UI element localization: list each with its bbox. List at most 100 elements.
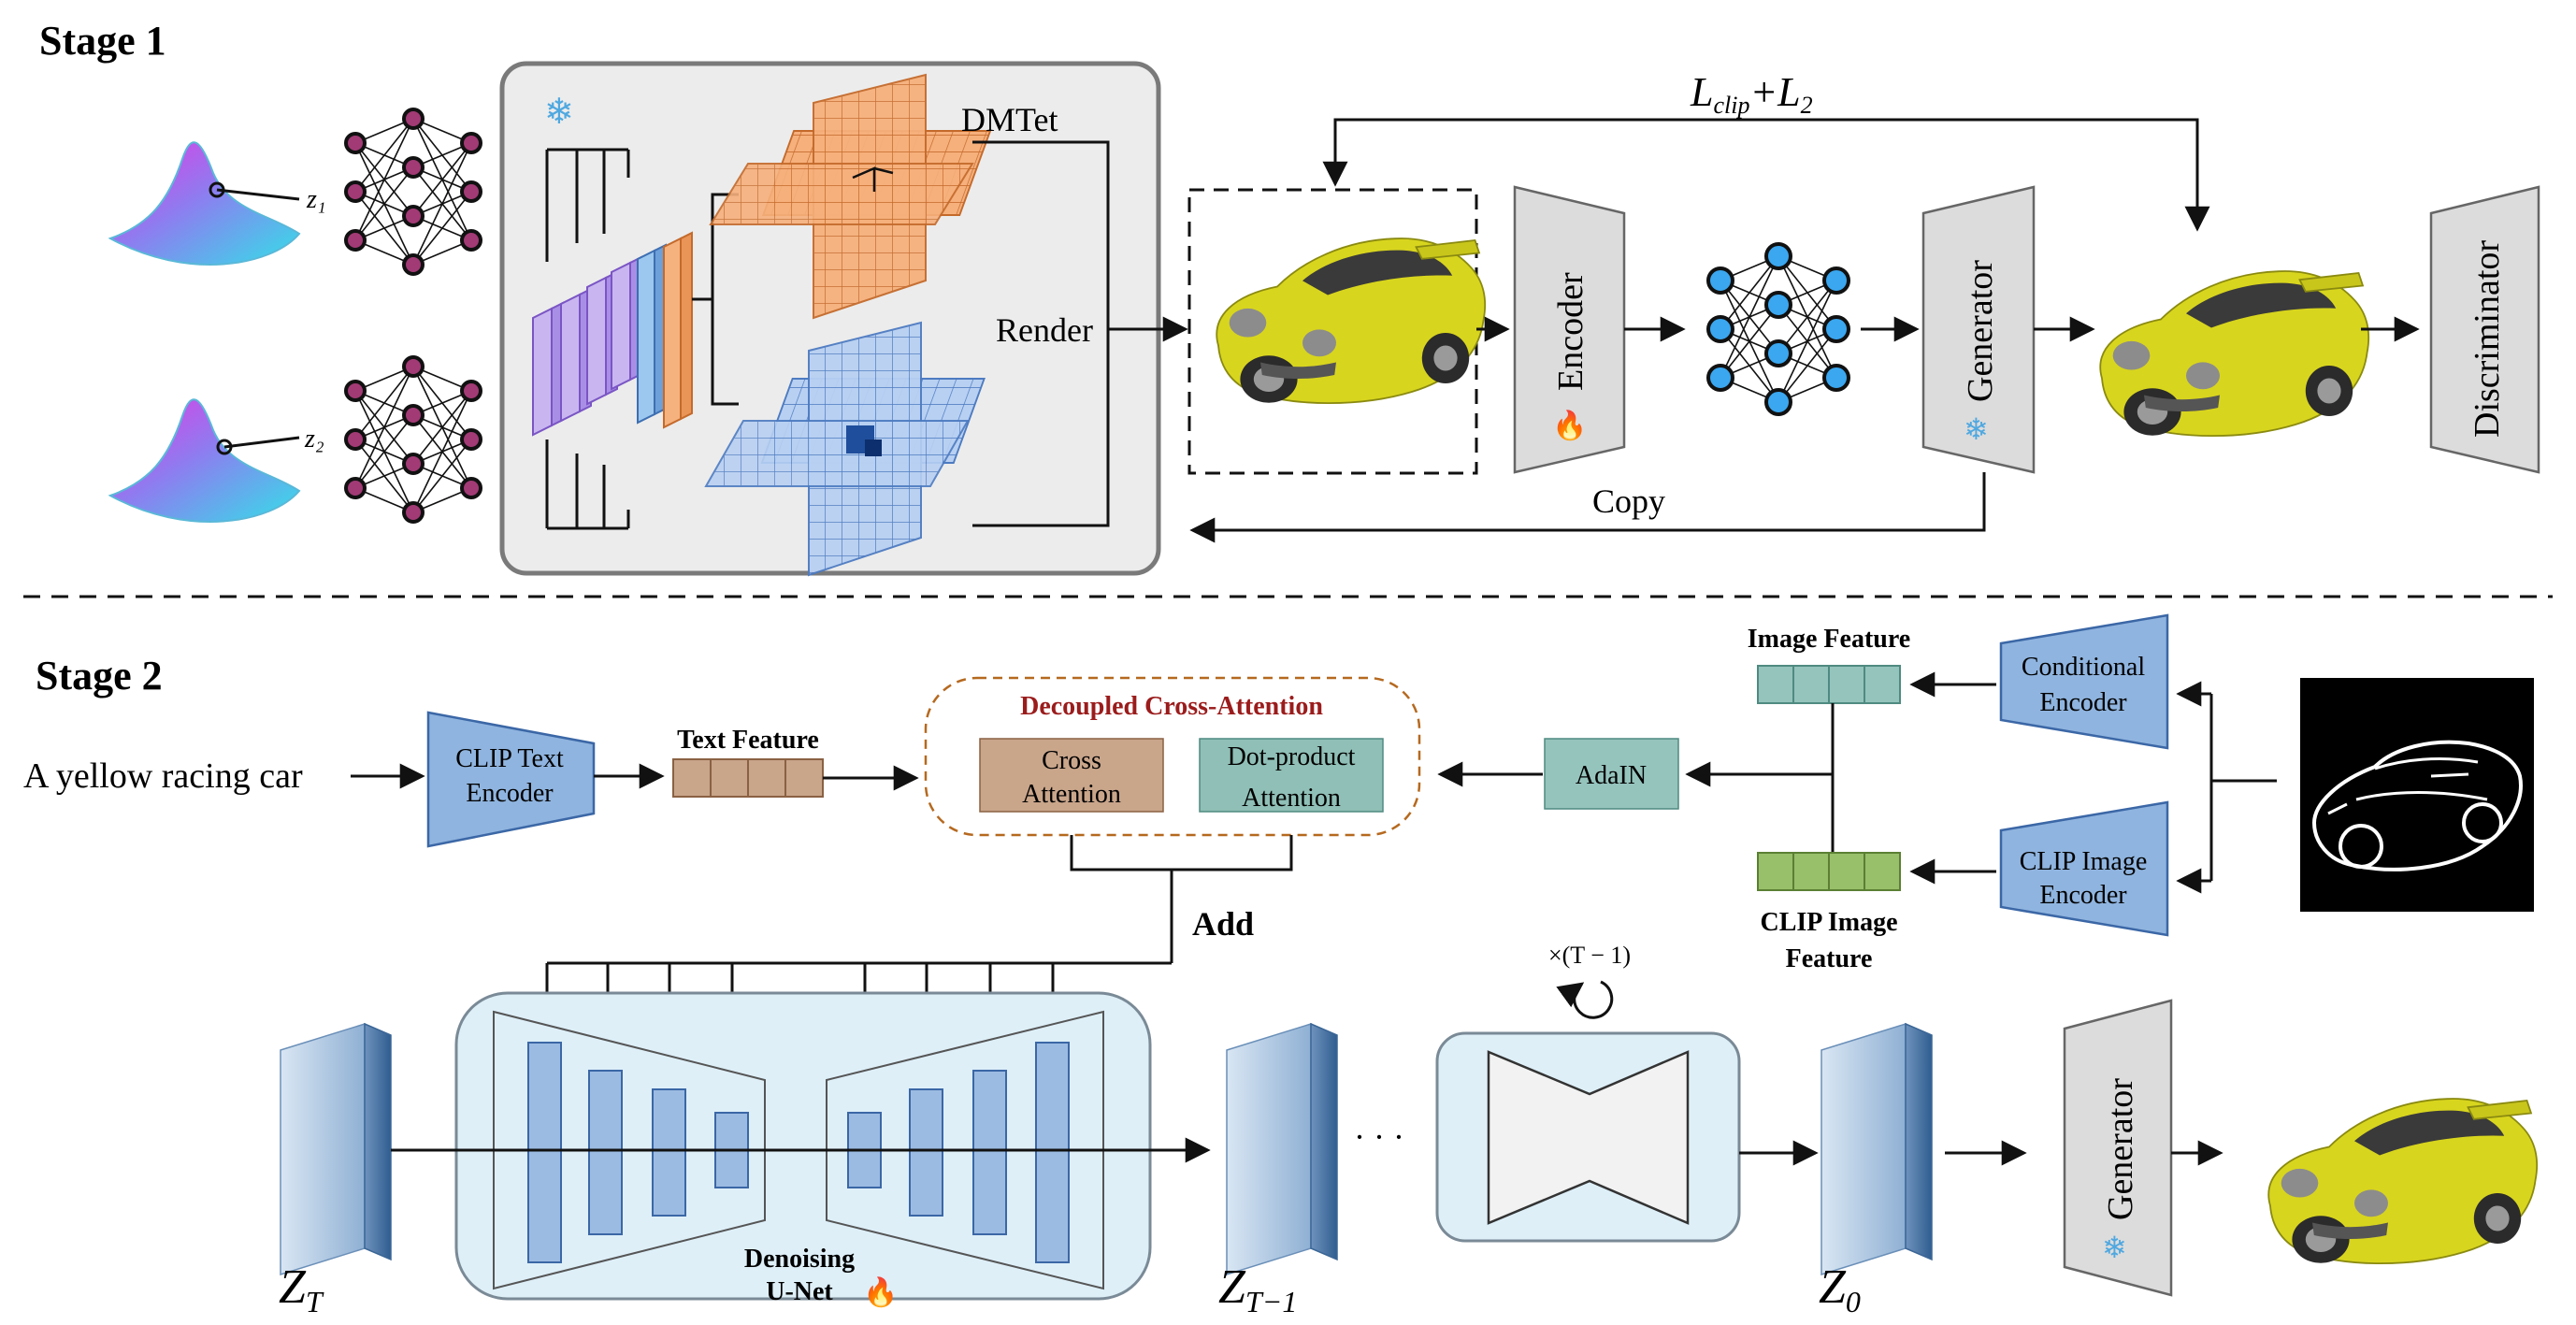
adain-label: AdaIN: [1576, 761, 1647, 790]
mlp-network-2: [344, 355, 482, 524]
car-headlight: [2354, 1189, 2388, 1217]
mlp-edge: [354, 118, 414, 193]
car-headlight: [1229, 308, 1267, 338]
mlp-node: [1706, 266, 1734, 295]
mlp-node: [344, 380, 367, 402]
car-rim: [2317, 378, 2341, 404]
stage2-title: Stage 2: [36, 653, 163, 699]
car-grille: [2144, 395, 2220, 412]
clip-text-encoder-line1: CLIP Text: [455, 744, 564, 773]
latent-z0: [1820, 1022, 1933, 1276]
adain-block: [1544, 738, 1679, 810]
mlp-network-blue: [1706, 242, 1850, 416]
mlp-node: [460, 428, 482, 451]
car-rim: [1433, 345, 1458, 371]
unet-encoder-trapezoid: [493, 1010, 766, 1290]
snowflake-icon: ❄: [1964, 412, 1989, 446]
snowflake-icon: ❄: [2102, 1231, 2127, 1264]
unet-block: [1035, 1042, 1070, 1263]
mlp-edge: [1777, 328, 1837, 403]
latent-front-face: [1226, 1022, 1312, 1276]
clip-image-feature-line1: CLIP Image: [1761, 908, 1898, 937]
mlp-edge: [354, 166, 414, 241]
loop-icon: [1556, 980, 1614, 1019]
unet-block: [652, 1088, 686, 1217]
mlp-edge: [354, 366, 414, 489]
mlp-edge: [354, 118, 414, 241]
car-spoiler: [1415, 239, 1481, 260]
zt1-main: Z: [1218, 1260, 1246, 1314]
mlp-node: [1822, 315, 1850, 343]
latent-side-face: [364, 1022, 392, 1261]
discriminator-block: [2429, 185, 2540, 474]
car-windshield: [2354, 1110, 2505, 1156]
iterative-unet-shape: [1487, 1050, 1690, 1225]
mlp-edge: [1777, 280, 1837, 403]
mlp-node: [344, 477, 367, 499]
clip-text-encoder-block: [426, 711, 596, 848]
unet-decoder-trapezoid: [826, 1010, 1104, 1290]
snowflake-icon: ❄: [544, 93, 574, 132]
clip-image-encoder-line2: Encoder: [2039, 881, 2127, 910]
mlp-node: [344, 132, 367, 154]
mlp-node: [344, 180, 367, 203]
mlp-node: [1764, 291, 1792, 319]
mlp-node: [1706, 364, 1734, 392]
gaussian-surface-1: [108, 141, 301, 266]
clip-image-encoder-block: [1999, 800, 2169, 937]
car-headlight: [2186, 362, 2220, 390]
loss-label: Lclip+L2: [1690, 69, 1813, 119]
mlp-edge: [412, 439, 472, 513]
encoder-block: [1513, 185, 1626, 474]
mlp-node: [344, 229, 367, 252]
generator-label-stage2: Generator: [2101, 1078, 2140, 1220]
orange-triplane-grid: [709, 73, 992, 320]
mlp-edge: [1720, 304, 1779, 379]
mlp-node: [460, 180, 482, 203]
zt-label: ZT: [279, 1260, 324, 1318]
mlp-node: [402, 453, 425, 475]
zt1-sub: T−1: [1245, 1285, 1297, 1318]
conditional-encoder-line1: Conditional: [2022, 653, 2145, 682]
mlp-node: [1822, 266, 1850, 295]
generator-label-stage1: Generator: [1961, 260, 2000, 402]
mlp-edge: [412, 390, 472, 513]
ellipsis-dots: · · ·: [1354, 1118, 1404, 1156]
clip-image-feature-line2: Feature: [1786, 944, 1873, 973]
car-grille: [1260, 362, 1336, 380]
loop-label: ×(T − 1): [1548, 942, 1631, 969]
car-image-final: [2267, 1098, 2539, 1265]
car-sketch-image: [2300, 678, 2534, 912]
dot-product-line2: Attention: [1242, 784, 1341, 813]
z0-sub: 0: [1846, 1285, 1861, 1318]
mlp-node: [460, 477, 482, 499]
latent-zt: [280, 1022, 392, 1276]
unet-block: [972, 1070, 1007, 1235]
unet-block: [909, 1088, 943, 1217]
clip-text-encoder-line2: Encoder: [466, 779, 554, 808]
mlp-edge: [412, 142, 472, 266]
zt-sub: T: [306, 1285, 324, 1318]
mlp-edge: [1720, 255, 1779, 379]
generator-block-stage1: [1921, 185, 2036, 474]
mlp-edge: [412, 142, 472, 217]
blue-triplane-grid: [704, 321, 986, 577]
encoder-label: Encoder: [1551, 272, 1590, 391]
car-headlight: [2112, 340, 2151, 370]
gaussian-surface-2: [108, 398, 301, 523]
fire-icon: 🔥: [863, 1275, 898, 1308]
mlp-node: [1764, 388, 1792, 416]
conditional-encoder-block: [1999, 613, 2169, 750]
mlp-node: [402, 108, 425, 130]
mlp-node: [1706, 315, 1734, 343]
dmtet-label: DMTet: [961, 101, 1058, 138]
mlp-edge: [412, 390, 472, 465]
car-rim: [2485, 1205, 2510, 1231]
render-label: Render: [996, 311, 1093, 349]
mlp-network-1: [344, 108, 482, 276]
conditional-encoder-line2: Encoder: [2039, 688, 2127, 717]
latent-side-face: [1310, 1022, 1338, 1261]
mlp-edge: [354, 414, 414, 489]
mlp-node: [460, 229, 482, 252]
